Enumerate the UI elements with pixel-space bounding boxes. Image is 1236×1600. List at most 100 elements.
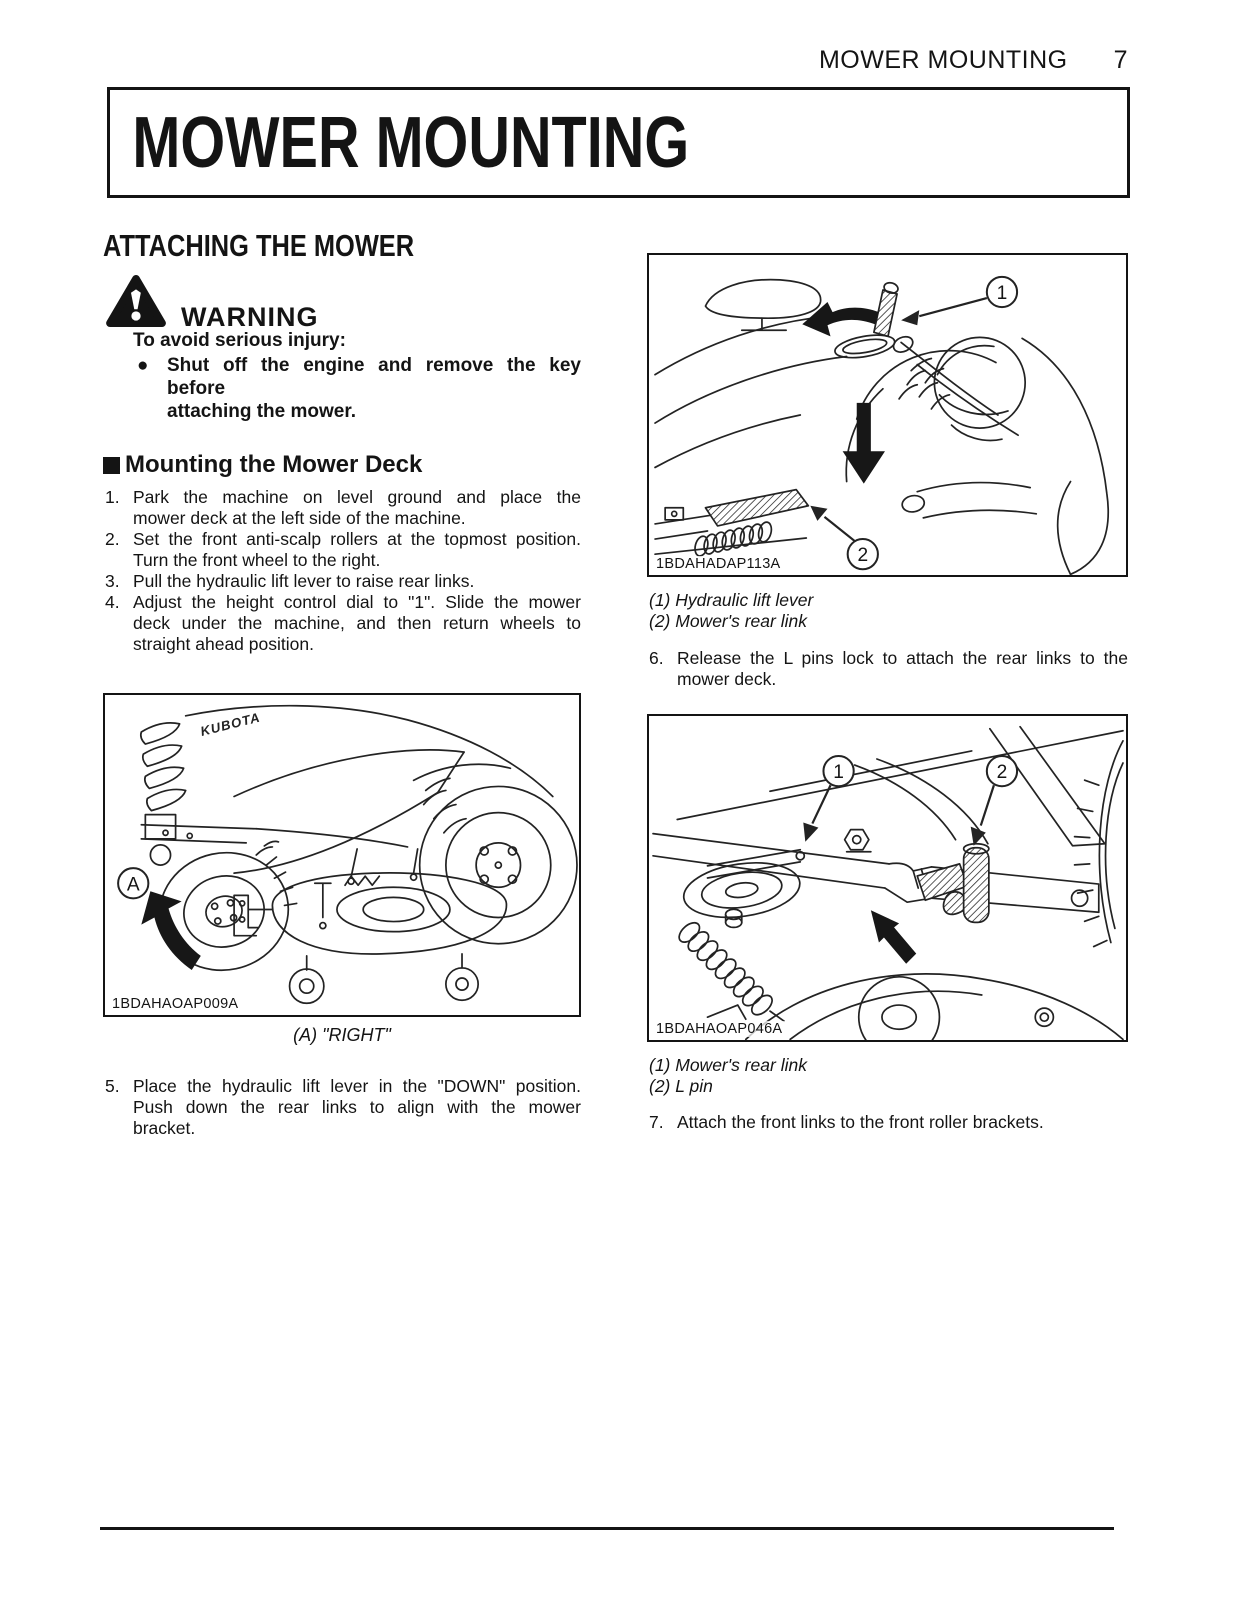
callout-1-arrowhead [803,822,819,842]
step-line: Pull the hydraulic lift lever to raise r… [133,571,475,591]
step-line: Park the machine on level ground and pla… [133,487,581,507]
step-text: Release the L pins lock to attach the re… [677,648,1128,690]
step-number: 2. [105,529,120,549]
figure-rear-link-lpin-illustration: 1 2 [652,725,1124,1040]
callout-a-circle [117,867,150,900]
figure-code: 1BDAHADAP113A [656,556,785,572]
direction-arrow [141,891,201,970]
callout-1-arrowhead [901,310,920,326]
figure-code: 1BDAHAOAP046A [656,1021,787,1037]
step-number: 5. [105,1076,120,1096]
chapter-title-box: MOWER MOUNTING [107,87,1130,198]
subsection-heading: Mounting the Mower Deck [103,451,581,479]
warning-intro: To avoid serious injury: [133,330,346,351]
callout-1-circle [822,754,855,788]
step-text: Place the hydraulic lift lever in the "D… [133,1076,581,1139]
figure-caption: (A) "RIGHT" [293,1025,391,1045]
figure-mower-under-machine-illustration: KUBOTA A [117,704,578,1005]
legend-line: (1) Hydraulic lift lever [649,590,814,610]
callout-1-leader [811,784,832,825]
warning-label: WARNING [181,302,319,332]
step-line: bracket. [133,1118,196,1138]
subsection-heading-text: Mounting the Mower Deck [125,451,423,478]
step-line: Adjust the height control dial to "1". S… [133,592,581,612]
chapter-title: MOWER MOUNTING [132,102,690,183]
warning-triangle-icon [106,274,166,328]
left-column: ATTACHING THE MOWER WARNING To avoid ser… [103,222,581,1139]
step-item-6: 6. Release the L pins lock to attach the… [647,648,1128,690]
callout-a-label: A [127,874,140,895]
step-number: 4. [105,592,120,612]
callout-2-arrowhead [810,505,828,521]
legend-line: (2) Mower's rear link [649,611,807,631]
step-text: Park the machine on level ground and pla… [133,487,581,529]
step-item-5: 5. Place the hydraulic lift lever in the… [103,1076,581,1139]
step-line: Turn the front wheel to the right. [133,550,381,570]
page-number: 7 [1113,46,1128,74]
step-number: 1. [105,487,120,507]
callout-2-leader [823,515,856,542]
footer-rule [100,1527,1114,1530]
step-line: Set the front anti-scalp rollers at the … [133,529,581,549]
scene-outline [654,278,1110,575]
figure-legend: (1) Mower's rear link (2) L pin [647,1055,1128,1097]
callout-2-label: 2 [997,762,1008,783]
step-line: Attach the front links to the front roll… [677,1112,1044,1132]
warning-line: attaching the mower. [167,401,356,422]
steps-list: 1. Park the machine on level ground and … [103,487,581,655]
step-number: 3. [105,571,120,591]
push-up-arrow [870,910,917,964]
warning-bullet-text: Shut off the engine and remove the key b… [167,354,581,423]
step-line: Push down the rear links to align with t… [133,1097,581,1117]
down-arrow [842,402,885,484]
warning-bullet-item: ● Shut off the engine and remove the key… [137,354,581,423]
step-text: Adjust the height control dial to "1". S… [133,592,581,655]
warning-header: WARNING [105,272,581,332]
step-text: Pull the hydraulic lift lever to raise r… [133,571,581,592]
step-number: 6. [649,648,664,668]
right-column: 1 2 1BDAHADAP113A (1) Hydraulic lift lev… [647,222,1128,1133]
steps-list-right: 6. Release the L pins lock to attach the… [647,648,1128,690]
push-arrow-lever [802,302,879,337]
legend-line: (1) Mower's rear link [649,1055,807,1075]
step-line: mower deck. [677,669,777,689]
callout-2-label: 2 [857,545,868,566]
figure-lift-lever: 1 2 1BDAHADAP113A [647,253,1128,577]
callout-2-circle [846,538,879,571]
step-text: Attach the front links to the front roll… [677,1112,1128,1133]
step-number: 7. [649,1112,664,1132]
step-line: deck under the machine, and then return … [133,613,581,633]
legend-line: (2) L pin [649,1076,713,1096]
figure-rear-link-lpin: 1 2 1BDAHAOAP046A [647,714,1128,1042]
callout-2-leader [979,784,995,826]
figure-legend: (1) Hydraulic lift lever (2) Mower's rea… [647,590,1128,632]
figure-code: 1BDAHAOAP009A [112,996,243,1012]
step-line: mower deck at the left side of the machi… [133,508,466,528]
callout-2-arrowhead [970,826,986,846]
step-item-2: 2. Set the front anti-scalp rollers at t… [103,529,581,571]
warning-line: Shut off the engine and remove the key b… [167,355,581,399]
tractor-outline [139,704,578,1005]
running-header-title: MOWER MOUNTING [818,46,1068,74]
closeup-outline [652,725,1124,1040]
figure-mower-under-machine: KUBOTA A 1BDAHAOAP009A [103,693,581,1017]
callout-1-leader [918,296,988,318]
step-line: Place the hydraulic lift lever in the "D… [133,1076,581,1096]
figure-lift-lever-illustration: 1 2 [654,275,1110,575]
running-header: MOWER MOUNTING 7 [819,46,1128,75]
callout-1-label: 1 [833,762,844,783]
step-item-7: 7. Attach the front links to the front r… [647,1112,1128,1133]
steps-list-continued: 5. Place the hydraulic lift lever in the… [103,1076,581,1139]
step-item-1: 1. Park the machine on level ground and … [103,487,581,529]
callout-1-circle [985,275,1019,309]
step-line: straight ahead position. [133,634,314,654]
brand-logo-text: KUBOTA [199,710,262,739]
bullet-icon: ● [137,355,149,376]
step-item-4: 4. Adjust the height control dial to "1"… [103,592,581,655]
callout-1-label: 1 [997,283,1008,304]
step-line: Release the L pins lock to attach the re… [677,648,1128,668]
steps-list-right-2: 7. Attach the front links to the front r… [647,1112,1128,1133]
step-text: Set the front anti-scalp rollers at the … [133,529,581,571]
section-heading: ATTACHING THE MOWER [103,228,415,263]
